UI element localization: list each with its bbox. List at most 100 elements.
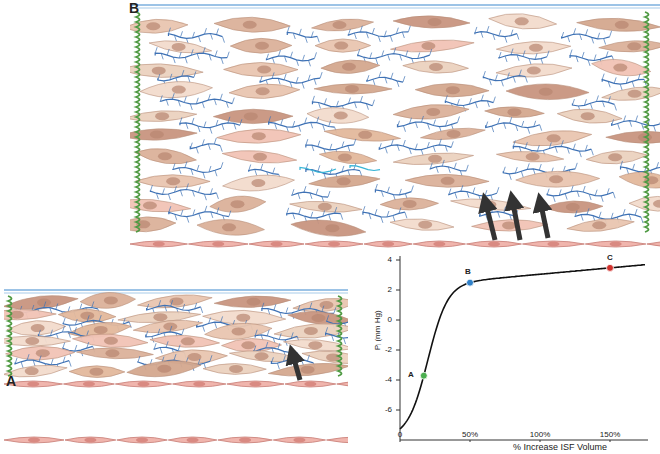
- cell-nucleus: [502, 221, 516, 229]
- cell-nucleus: [311, 314, 325, 322]
- cell-nucleus: [433, 242, 445, 247]
- fibroblast-cell: [58, 309, 116, 322]
- fibroblast-cell: [72, 334, 147, 348]
- proteoglycan-strand: [486, 122, 488, 128]
- cell-nucleus: [232, 327, 246, 335]
- proteoglycan-strand: [376, 58, 378, 64]
- cell-nucleus: [247, 298, 261, 306]
- cell-nucleus: [172, 43, 186, 51]
- collagen-fiber: [575, 214, 641, 219]
- cell-nucleus: [441, 177, 455, 185]
- fibroblast-cell: [544, 201, 603, 213]
- proteoglycan-strand: [192, 190, 194, 196]
- proteoglycan-strand: [75, 319, 77, 325]
- elastic-fiber: [338, 296, 342, 376]
- endothelial-cell: [130, 241, 187, 247]
- proteoglycan-strand: [170, 74, 172, 80]
- proteoglycan-strand: [499, 52, 501, 58]
- proteoglycan-strand: [287, 208, 289, 214]
- cell-nucleus: [212, 242, 224, 247]
- cell-nucleus: [293, 438, 305, 443]
- proteoglycan-strand: [308, 60, 310, 66]
- proteoglycan-strand: [589, 194, 591, 200]
- proteoglycan-strand: [381, 191, 383, 197]
- proteoglycan-strand: [469, 98, 471, 104]
- proteoglycan-strand: [284, 74, 286, 80]
- fibroblast-cell: [506, 84, 589, 100]
- proteoglycan-strand: [367, 75, 369, 81]
- cell-nucleus: [163, 322, 177, 330]
- cell-nucleus: [255, 352, 269, 360]
- proteoglycan-strand: [630, 121, 632, 127]
- proteoglycan-strand: [561, 140, 563, 146]
- collagen-fiber: [486, 123, 540, 128]
- proteoglycan-strand: [229, 211, 231, 217]
- proteoglycan-strand: [63, 357, 65, 363]
- proteoglycan-strand: [147, 304, 149, 310]
- proteoglycan-strand: [390, 36, 392, 42]
- endothelial-cell: [364, 241, 412, 247]
- proteoglycan-strand: [540, 125, 542, 131]
- proteoglycan-strand: [316, 189, 318, 195]
- cell-nucleus: [155, 112, 169, 120]
- y-tick: [396, 380, 400, 381]
- endothelial-cell: [63, 381, 114, 387]
- proteoglycan-strand: [266, 342, 268, 348]
- tick-label: -4: [385, 376, 392, 385]
- cell-nucleus: [421, 42, 435, 50]
- cell-nucleus: [249, 382, 261, 387]
- fibroblast-cell: [133, 320, 202, 333]
- cell-nucleus: [187, 438, 199, 443]
- y-tick: [396, 350, 400, 351]
- fibroblast-cell: [393, 16, 470, 28]
- proteoglycan-strand: [599, 212, 601, 218]
- pressure-curve: [400, 265, 645, 429]
- cell-nucleus: [592, 221, 606, 229]
- proteoglycan-strand: [184, 96, 186, 102]
- proteoglycan-strand: [493, 97, 495, 103]
- proteoglycan-strand: [69, 325, 71, 331]
- proteoglycan-strand: [314, 79, 316, 85]
- cell-nucleus: [566, 203, 580, 211]
- cell-nucleus: [253, 153, 267, 161]
- proteoglycan-strand: [179, 168, 181, 174]
- fibroblast-cell: [586, 151, 647, 164]
- cell-nucleus: [244, 112, 258, 120]
- proteoglycan-strand: [262, 303, 264, 309]
- proteoglycan-strand: [448, 167, 450, 173]
- proteoglycan-strand: [222, 37, 224, 43]
- fibroblast-cell: [80, 292, 135, 308]
- proteoglycan-strand: [513, 77, 515, 83]
- proteoglycan-strand: [302, 55, 304, 61]
- proteoglycan-strand: [571, 186, 573, 192]
- proteoglycan-strand: [427, 142, 429, 148]
- proteoglycan-strand: [166, 100, 168, 106]
- cell-nucleus: [255, 42, 269, 50]
- cell-nucleus: [271, 242, 283, 247]
- endothelial-cell: [337, 381, 348, 387]
- proteoglycan-strand: [308, 75, 310, 81]
- fibroblast-cell: [496, 41, 570, 54]
- proteoglycan-strand: [178, 345, 180, 351]
- proteoglycan-strand: [604, 39, 606, 45]
- elastic-fiber: [136, 12, 140, 232]
- proteoglycan-strand: [210, 34, 212, 40]
- proteoglycan-strand: [498, 212, 500, 218]
- cell-nucleus: [243, 21, 257, 29]
- fibroblast-cell: [496, 64, 572, 78]
- fluid-flow-arrow: [512, 198, 520, 240]
- proteoglycan-strand: [354, 102, 356, 108]
- proteoglycan-strand: [182, 70, 184, 76]
- proteoglycan-strand: [614, 104, 616, 110]
- fibroblast-cell: [213, 109, 293, 123]
- tick-label: 50%: [462, 431, 478, 440]
- proteoglycan-strand: [272, 58, 274, 64]
- cell-nucleus: [529, 44, 543, 52]
- cell-nucleus: [547, 134, 561, 142]
- proteoglycan-strand: [623, 209, 625, 215]
- collagen-fiber: [572, 101, 614, 106]
- proteoglycan-strand: [173, 57, 175, 63]
- proteoglycan-strand: [457, 116, 459, 122]
- proteoglycan-strand: [399, 207, 401, 213]
